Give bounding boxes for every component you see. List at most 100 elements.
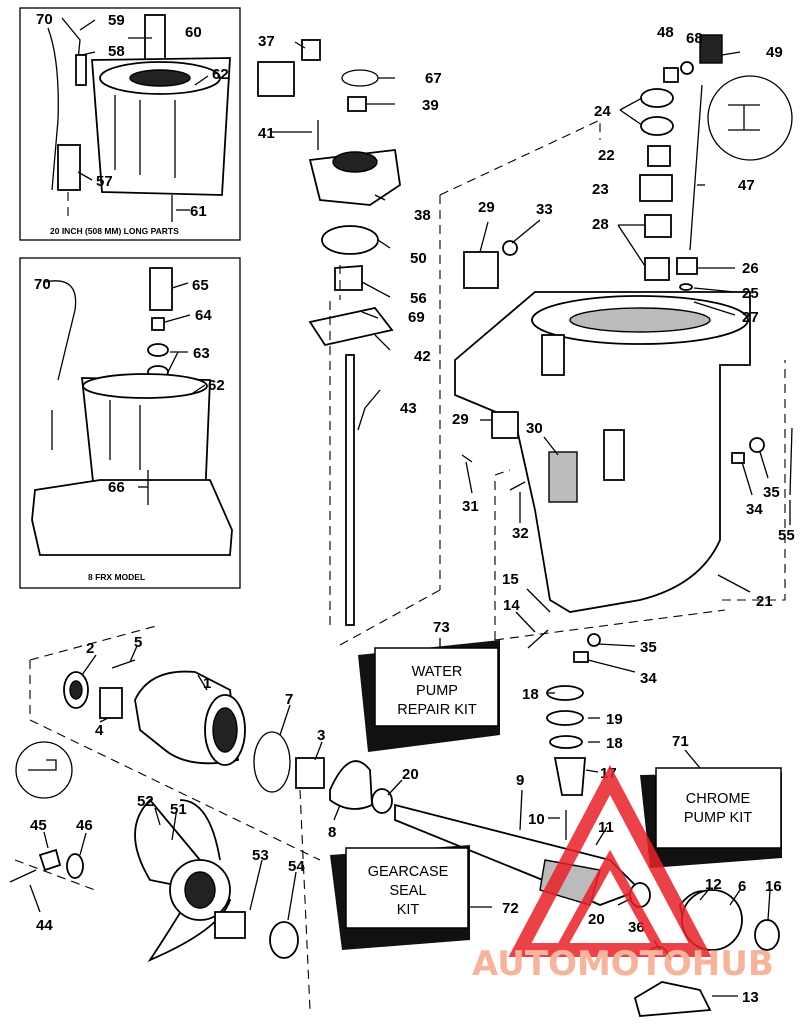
callout-69: 69	[408, 309, 425, 326]
callout-20: 20	[402, 766, 419, 783]
inset-frx-model: 8 FRX MODEL	[19, 257, 241, 589]
callout-16: 16	[765, 878, 782, 895]
callout-50: 50	[410, 250, 427, 267]
callout-52: 52	[137, 793, 154, 810]
callout-58: 58	[108, 43, 125, 60]
automotohub-watermark: AUTOMOTOHUB	[472, 765, 774, 984]
water-pump-kit-line1: WATER	[412, 664, 463, 680]
callout-72: 72	[502, 900, 519, 917]
callout-25: 25	[742, 285, 759, 302]
callout-63: 63	[193, 345, 210, 362]
callout-38: 38	[414, 207, 431, 224]
watermark-text: AUTOMOTOHUB	[472, 944, 774, 984]
long-parts-caption: 20 INCH (508 MM) LONG PARTS	[50, 226, 179, 236]
callout-2: 2	[86, 640, 94, 657]
callout-29-lower: 29	[452, 411, 469, 428]
callout-33: 33	[536, 201, 553, 218]
water-pump-assembly	[257, 39, 401, 626]
callout-41: 41	[258, 125, 275, 142]
callout-60: 60	[185, 24, 202, 41]
callout-48: 48	[657, 24, 674, 41]
callout-70-frx: 70	[34, 276, 51, 293]
callout-14: 14	[503, 597, 520, 614]
callout-26: 26	[742, 260, 759, 277]
callout-59: 59	[108, 12, 125, 29]
callout-42: 42	[414, 348, 431, 365]
callout-73: 73	[433, 619, 450, 636]
callout-37: 37	[258, 33, 275, 50]
lower-unit-parts	[9, 659, 780, 1017]
callout-35: 35	[763, 484, 780, 501]
callout-71: 71	[672, 733, 689, 750]
leader-lines	[29, 19, 791, 997]
callout-24: 24	[594, 103, 611, 120]
chrome-pump-kit-line1: CHROME	[686, 791, 751, 807]
callout-51: 51	[170, 801, 187, 818]
callout-19: 19	[606, 711, 623, 728]
callout-47: 47	[738, 177, 755, 194]
callout-15: 15	[502, 571, 519, 588]
callout-labels: 70 59 60 58 62 57 61 70 65 64 63 62 66 3…	[30, 11, 795, 1006]
callout-54: 54	[288, 858, 305, 875]
callout-44: 44	[36, 917, 53, 934]
callout-29: 29	[478, 199, 495, 216]
callout-62-frx: 62	[208, 377, 225, 394]
callout-12: 12	[705, 876, 722, 893]
chrome-pump-kit-box: CHROME PUMP KIT	[640, 767, 782, 868]
callout-7: 7	[285, 691, 293, 708]
callout-66: 66	[108, 479, 125, 496]
gearcase-seal-kit-line1: GEARCASE	[368, 864, 449, 880]
callout-9: 9	[516, 772, 524, 789]
callout-49: 49	[766, 44, 783, 61]
callout-27: 27	[742, 309, 759, 326]
gearcase-seal-kit-box: GEARCASE SEAL KIT	[330, 845, 470, 950]
callout-8: 8	[328, 824, 336, 841]
callout-22: 22	[598, 147, 615, 164]
callout-3: 3	[317, 727, 325, 744]
callout-28: 28	[592, 216, 609, 233]
callout-10: 10	[528, 811, 545, 828]
callout-5: 5	[134, 634, 142, 651]
callout-20-lower: 20	[588, 911, 605, 928]
callout-21: 21	[756, 593, 773, 610]
water-pump-kit-box: WATER PUMP REPAIR KIT	[358, 640, 500, 752]
callout-67: 67	[425, 70, 442, 87]
callout-4: 4	[95, 722, 104, 739]
water-pump-kit-line3: REPAIR KIT	[397, 702, 477, 718]
callout-55: 55	[778, 527, 795, 544]
callout-68: 68	[686, 30, 703, 47]
gearcase-seal-kit-line2: SEAL	[389, 883, 426, 899]
callout-31: 31	[462, 498, 479, 515]
callout-13: 13	[742, 989, 759, 1006]
callout-18-lower: 18	[606, 735, 623, 752]
callout-39: 39	[422, 97, 439, 114]
callout-1: 1	[203, 675, 211, 692]
callout-43: 43	[400, 400, 417, 417]
callout-6: 6	[738, 878, 746, 895]
callout-46: 46	[76, 817, 93, 834]
gearcase-housing	[454, 240, 793, 663]
shift-rod-assembly	[639, 34, 793, 306]
frx-caption: 8 FRX MODEL	[88, 572, 145, 582]
callout-64: 64	[195, 307, 212, 324]
callout-70: 70	[36, 11, 53, 28]
water-pump-kit-line2: PUMP	[416, 683, 458, 699]
callout-62: 62	[212, 66, 229, 83]
callout-11: 11	[598, 819, 614, 836]
callout-34-lower: 34	[640, 670, 657, 687]
callout-35-lower: 35	[640, 639, 657, 656]
callout-45: 45	[30, 817, 47, 834]
dashed-guides	[14, 119, 786, 1011]
chrome-pump-kit-line2: PUMP KIT	[684, 810, 752, 826]
callout-30: 30	[526, 420, 543, 437]
callout-61: 61	[190, 203, 207, 220]
callout-65: 65	[192, 277, 209, 294]
gearcase-seal-kit-line3: KIT	[397, 902, 420, 918]
callout-57: 57	[96, 173, 113, 190]
callout-32: 32	[512, 525, 529, 542]
callout-56: 56	[410, 290, 427, 307]
callout-53: 53	[252, 847, 269, 864]
callout-18: 18	[522, 686, 539, 703]
callout-34: 34	[746, 501, 763, 518]
